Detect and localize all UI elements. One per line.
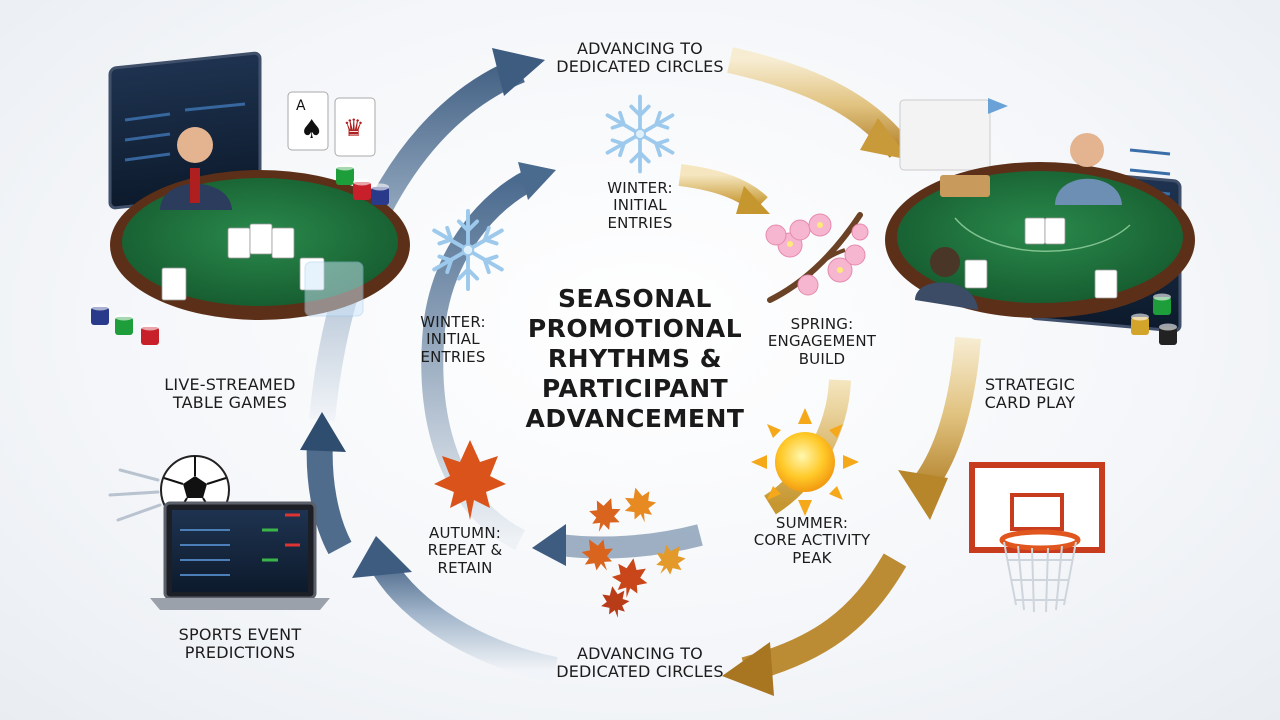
svg-text:♠: ♠: [300, 115, 323, 145]
basketball-hoop-icon: [969, 462, 1105, 613]
outer-arrowhead-bottom: [722, 642, 774, 696]
node-label-strategic-card-play: STRATEGIC CARD PLAY: [965, 375, 1095, 413]
outer-cycle-ring: [300, 47, 981, 696]
sun-icon: [751, 408, 859, 516]
label-line: SPORTS EVENT: [178, 625, 302, 644]
outer-arrow-top-left: [309, 57, 525, 422]
svg-text:♛: ♛: [343, 114, 365, 142]
label-line: TABLE GAMES: [172, 393, 288, 413]
sports-predictions-illustration: [108, 455, 330, 610]
label-line: PREDICTIONS: [184, 643, 296, 663]
title-line: RHYTHMS &: [547, 344, 723, 373]
inner-arrowhead-bottom: [532, 524, 566, 566]
label-line: ENTRIES: [420, 347, 486, 366]
title-line: ADVANCEMENT: [525, 404, 745, 433]
svg-text:A: A: [296, 98, 306, 114]
label-line: ENGAGEMENT: [767, 332, 877, 351]
season-label-spring: SPRING: ENGAGEMENT BUILD: [752, 315, 892, 368]
laptop-icon: [150, 501, 330, 610]
title-line: SEASONAL: [558, 284, 712, 313]
label-line: SPRING:: [790, 315, 854, 333]
season-label-autumn: AUTUMN: REPEAT & RETAIN: [410, 524, 520, 577]
label-line: DEDICATED CIRCLES: [556, 57, 724, 77]
strategic-card-play-illustration: [885, 98, 1195, 345]
inner-arrow-bottom: [558, 524, 703, 559]
label-line: ENTRIES: [607, 213, 673, 232]
label-line: SUMMER:: [775, 514, 849, 532]
outer-arrow-right: [909, 336, 981, 499]
label-line: ADVANCING TO: [577, 39, 703, 58]
snowflake-icon: [605, 94, 675, 174]
cherry-blossom-icon: [765, 212, 869, 303]
label-line: WINTER:: [420, 313, 486, 331]
label-line: ADVANCING TO: [577, 644, 703, 663]
title-line: PARTICIPANT: [541, 374, 729, 403]
diagram-title: SEASONAL PROMOTIONAL RHYTHMS & PARTICIPA…: [500, 284, 770, 434]
title-line: PROMOTIONAL: [527, 314, 743, 343]
label-line: AUTUMN:: [429, 524, 501, 542]
label-line: CORE ACTIVITY: [753, 531, 871, 550]
outer-arrow-bottom-left: [368, 553, 558, 683]
outer-top-label: ADVANCING TO DEDICATED CIRCLES: [540, 39, 740, 77]
season-label-winter-top: WINTER: INITIAL ENTRIES: [580, 179, 700, 232]
label-line: INITIAL: [426, 330, 480, 349]
live-table-games-illustration: A ♠ ♛: [91, 51, 410, 345]
label-line: RETAIN: [437, 558, 493, 577]
label-line: CARD PLAY: [984, 393, 1076, 413]
outer-arrowhead-right-top: [860, 118, 910, 160]
inner-arrowhead-top-right: [736, 186, 770, 214]
label-line: DEDICATED CIRCLES: [556, 662, 724, 682]
node-label-sports-predictions: SPORTS EVENT PREDICTIONS: [150, 625, 330, 663]
season-label-summer: SUMMER: CORE ACTIVITY PEAK: [742, 514, 882, 567]
label-line: STRATEGIC: [984, 375, 1076, 394]
label-line: LIVE-STREAMED: [164, 375, 296, 394]
outer-arrow-left: [306, 439, 352, 555]
label-line: INITIAL: [613, 196, 667, 215]
outer-arrowhead-top: [492, 48, 545, 96]
label-line: BUILD: [798, 349, 846, 368]
label-line: PEAK: [792, 548, 832, 567]
outer-arrowhead-right: [898, 470, 948, 520]
inner-arrowhead-top-left: [518, 162, 556, 200]
playing-card-icon: A ♠ ♛: [287, 91, 376, 157]
label-line: WINTER:: [607, 179, 673, 197]
outer-arrowhead-bottom-left: [352, 536, 412, 578]
label-line: REPEAT &: [427, 541, 503, 560]
outer-arrowhead-left: [300, 412, 346, 452]
node-label-live-table-games: LIVE-STREAMED TABLE GAMES: [140, 375, 320, 413]
season-label-winter-left: WINTER: INITIAL ENTRIES: [398, 313, 508, 366]
outer-bottom-label: ADVANCING TO DEDICATED CIRCLES: [540, 644, 740, 682]
